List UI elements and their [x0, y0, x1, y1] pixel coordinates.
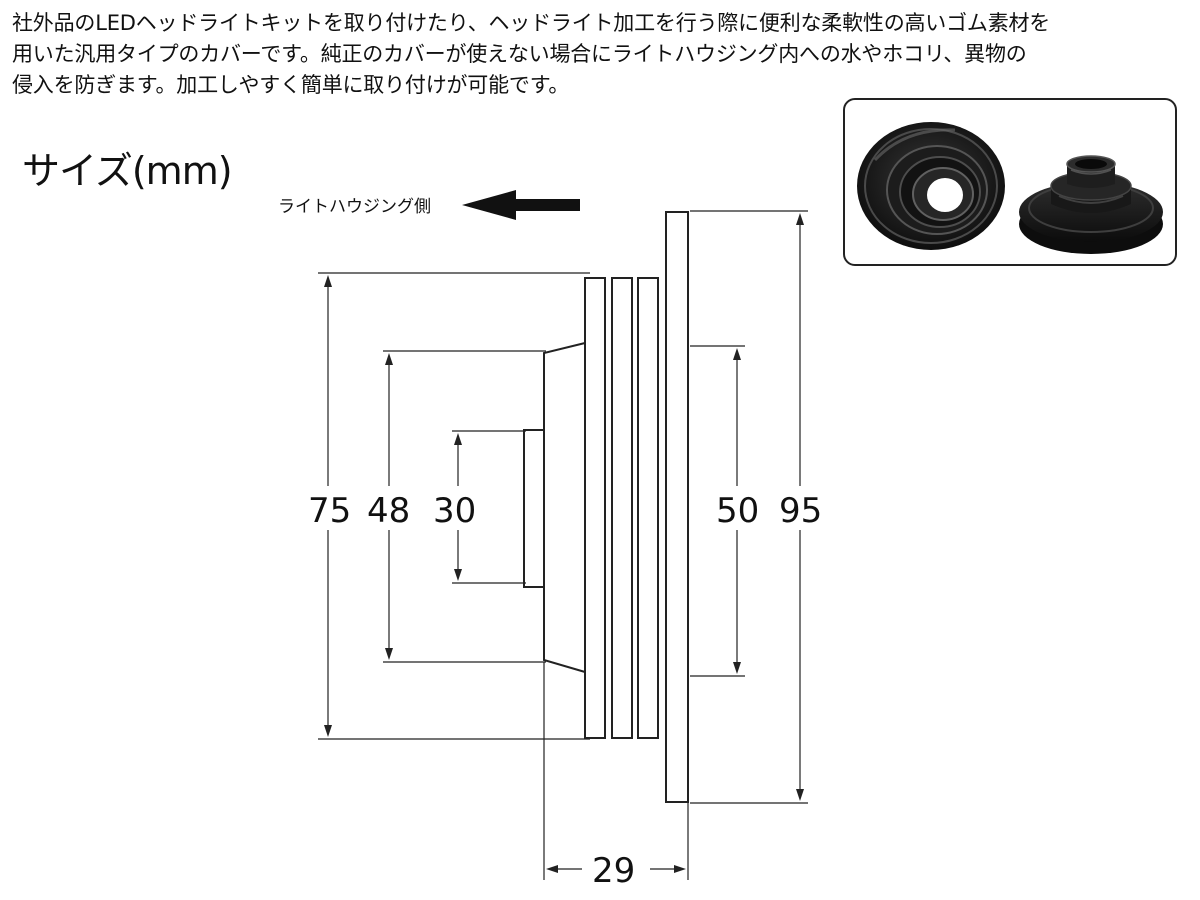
- product-description: 社外品のLEDヘッドライトキットを取り付けたり、ヘッドライト加工を行う際に便利な…: [12, 8, 1182, 101]
- outer-flange: [665, 211, 689, 803]
- rib-plate-3: [637, 277, 659, 739]
- description-line-1: 社外品のLEDヘッドライトキットを取り付けたり、ヘッドライト加工を行う際に便利な…: [12, 11, 1051, 35]
- rubber-cover-front-view: [857, 122, 1005, 250]
- tapered-section: [543, 342, 586, 673]
- product-photo: [857, 122, 1163, 254]
- dimension-95: 95: [779, 491, 822, 531]
- dimension-50: 50: [716, 491, 759, 531]
- size-title: サイズ(mm): [22, 149, 233, 193]
- dimension-48: 48: [367, 491, 410, 531]
- description-line-3: 侵入を防ぎます。加工しやすく簡単に取り付けが可能です。: [12, 73, 570, 97]
- inner-boss: [523, 429, 545, 588]
- dimension-29-depth: 29: [592, 851, 635, 891]
- housing-side-arrow: [462, 190, 580, 220]
- description-line-2: 用いた汎用タイプのカバーです。純正のカバーが使えない場合にライトハウジング内への…: [12, 42, 1027, 66]
- part-outline: [523, 211, 689, 803]
- housing-side-label: ライトハウジング側: [278, 197, 431, 217]
- product-photo-box: [843, 98, 1177, 266]
- dimension-30: 30: [433, 491, 476, 531]
- dimension-75: 75: [308, 491, 351, 531]
- rib-plate-2: [611, 277, 633, 739]
- rubber-cover-side-view: [1019, 155, 1163, 254]
- dimension-lines: [324, 213, 804, 873]
- extension-lines: [318, 210, 808, 880]
- rib-plate-1: [584, 277, 606, 739]
